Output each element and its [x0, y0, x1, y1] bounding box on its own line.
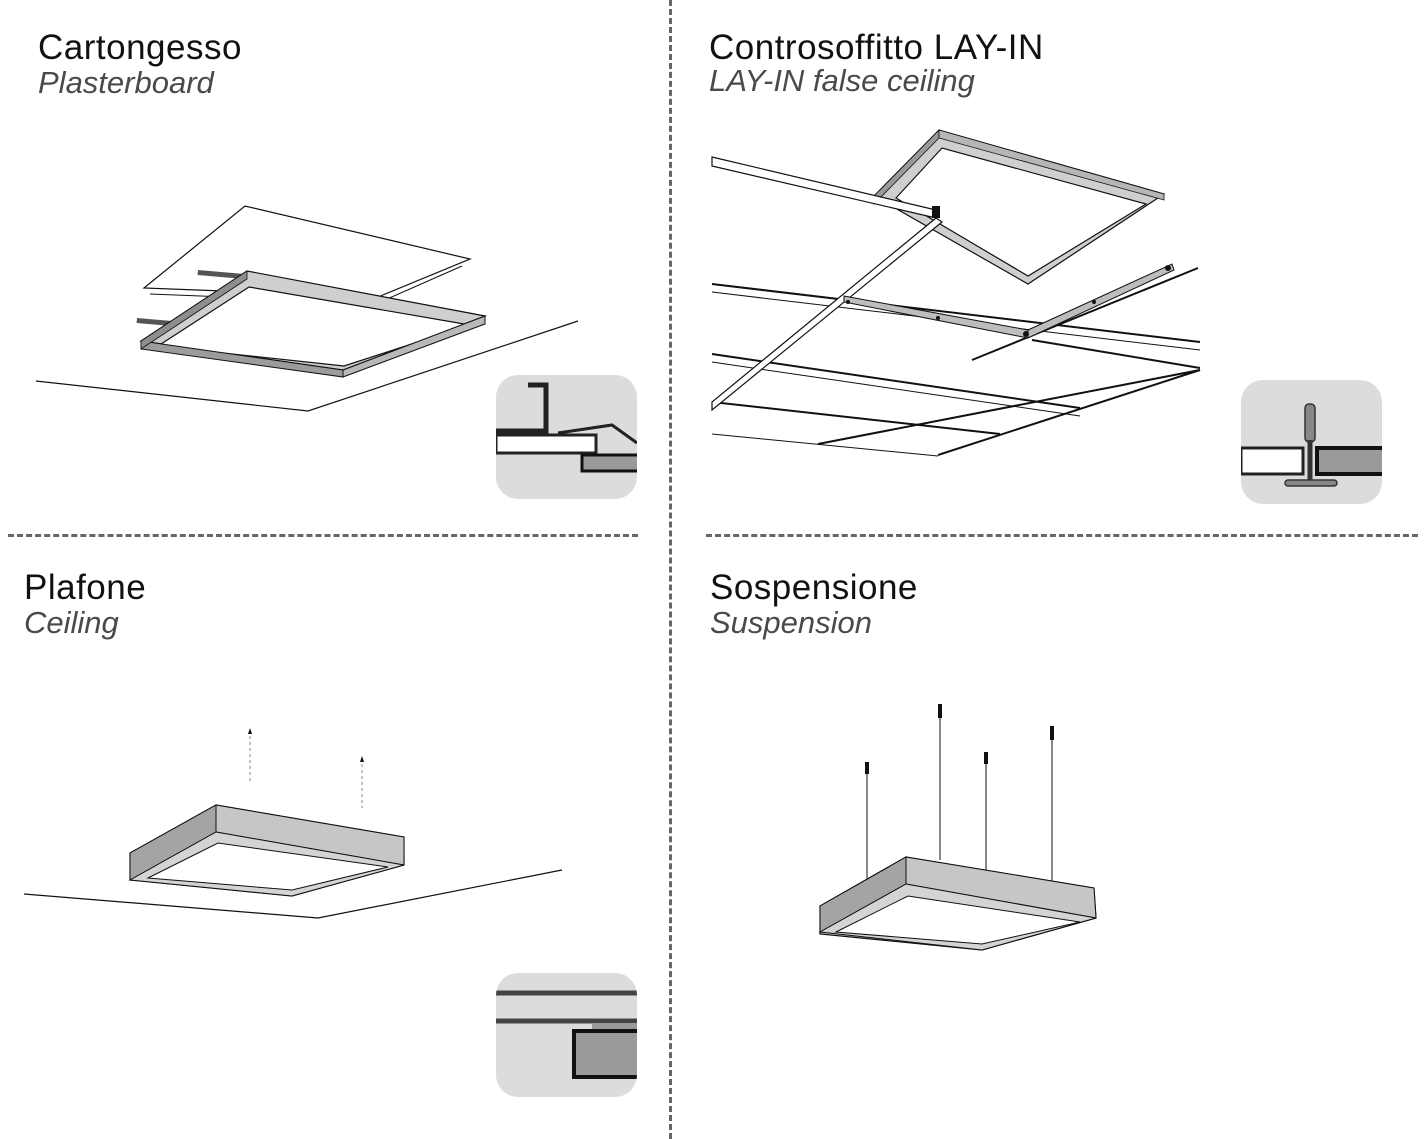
ceiling-mount-illustration	[23, 728, 563, 919]
suspension-install-illustration	[818, 704, 1097, 951]
surface-mount-detail-icon	[496, 973, 637, 1097]
panel-title: Plafone	[24, 568, 147, 607]
horizontal-divider-left	[8, 534, 638, 537]
horizontal-divider-right	[706, 534, 1418, 537]
panel-subtitle: LAY-IN false ceiling	[709, 63, 975, 98]
panel-ceiling: Plafone Ceiling	[0, 540, 668, 1139]
panel-subtitle: Suspension	[710, 605, 873, 640]
panel-title: Sospensione	[710, 568, 918, 607]
panel-subtitle: Plasterboard	[38, 65, 214, 100]
lay-in-install-illustration	[711, 129, 1201, 457]
lay-in-tbar-detail-icon	[1241, 380, 1382, 504]
panel-suspension: Sospensione Suspension	[672, 540, 1425, 1139]
panel-subtitle: Ceiling	[24, 605, 119, 640]
panel-title: Cartongesso	[38, 28, 242, 67]
plasterboard-mount-detail-icon	[496, 375, 637, 499]
panel-title: Controsoffitto LAY-IN	[709, 28, 1044, 67]
panel-plasterboard: Cartongesso Plasterboard	[0, 0, 668, 534]
vertical-divider	[669, 0, 672, 1139]
plasterboard-install-illustration	[35, 205, 579, 412]
panel-lay-in: Controsoffitto LAY-IN LAY-IN false ceili…	[672, 0, 1425, 534]
